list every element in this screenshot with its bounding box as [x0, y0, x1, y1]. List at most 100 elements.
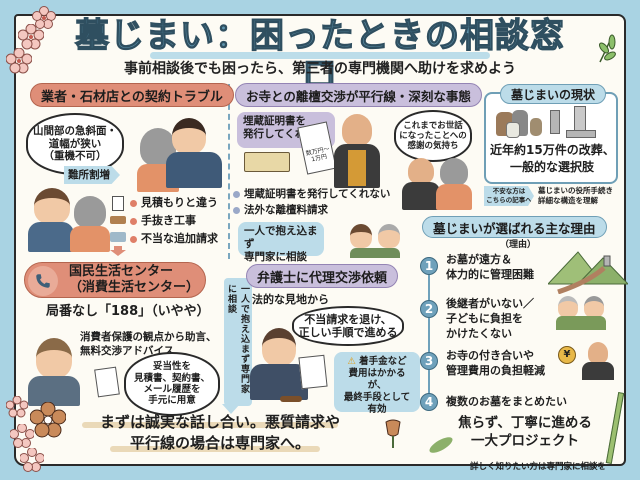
link-line: 詳細な構造を理解	[538, 196, 598, 205]
reasons-closing: 焦らず、丁寧に進める 一大プロジェクト	[440, 414, 610, 450]
contractor-item: 見積もりと違う	[130, 196, 218, 209]
consumer-description: 消費者保護の観点から助言、 無料交渉アドバイス	[80, 330, 217, 358]
temple-item: 埋蔵証明書を発行してくれない	[233, 188, 390, 201]
mountain-path-illustration	[548, 251, 628, 294]
elderly-couple-bodies	[556, 316, 606, 330]
reasons-heading: 墓じまいが選ばれる主な理由	[422, 216, 607, 238]
estimate-document-icon	[112, 196, 124, 211]
family-grave-base	[566, 130, 596, 138]
current-status-heading: 墓じまいの現状	[500, 84, 607, 104]
reason-item: 複数のお墓をまとめたい	[446, 395, 567, 408]
reason-number-badge: 4	[420, 393, 438, 411]
reason-item: お寺の付き合いや 管理費用の負担軽減	[446, 348, 545, 378]
brown-flower-icon	[30, 402, 66, 438]
bullet-icon	[130, 217, 137, 225]
sakura-flower-icon	[32, 6, 56, 29]
tulip-flower-icon	[385, 419, 401, 448]
bullet-icon	[233, 206, 240, 214]
warning-line: ⚠ 着手金など	[347, 356, 407, 367]
monk-robe	[582, 362, 614, 380]
warning-icon: ⚠	[347, 356, 356, 367]
reason-line: 子どもに負担を	[446, 312, 523, 325]
worried-man-illustration	[34, 188, 70, 224]
bubble-line: 道幅が狭い	[48, 137, 102, 150]
footer-highlight	[110, 446, 320, 452]
footer-line: 平行線の場合は専門家へ。	[129, 434, 310, 452]
lawyer-illustration	[262, 328, 296, 366]
bubble-line: 妥当性を	[152, 361, 191, 373]
prepare-documents-bubble: 妥当性を 見積書、契約書、 メール履歴を 手元に用意	[124, 352, 220, 416]
article-link-arrow[interactable]: 不安な方は こちらの記事へ	[484, 186, 534, 206]
leaf-sprig-icon	[599, 34, 616, 63]
reason-number-badge: 1	[420, 257, 438, 275]
angry-man-suit	[166, 152, 222, 188]
page-title: 墓じまい：困ったときの相談窓口	[74, 15, 565, 96]
reason-number-badge: 3	[420, 352, 438, 370]
footer-line: まずは誠実な話し合い。悪質請求や	[99, 413, 340, 431]
elderly-woman-praying-body	[436, 184, 472, 210]
consultant-woman-illustration	[36, 338, 72, 378]
article-link-text[interactable]: 墓じまいの役所手続き 詳細な構造を理解	[538, 186, 613, 206]
reason-item: お墓が遠方＆ 体力的に管理困難	[446, 252, 534, 282]
bullet-icon	[130, 199, 137, 207]
contractor-item: 不当な追加請求	[130, 232, 218, 245]
footer-note: 詳しく知りたい方は専門家に相談を	[470, 462, 607, 472]
old-monk-illustration	[408, 158, 434, 184]
sakura-flower-icon	[18, 24, 44, 50]
bubble-line: メール履歴を	[143, 384, 201, 395]
hotline-number[interactable]: 局番なし「188」（いやや）	[46, 304, 210, 319]
bubble-line: 不当請求を退け、	[304, 312, 392, 326]
column-divider	[228, 84, 230, 259]
sakura-flower-icon	[20, 448, 44, 472]
banknote-icon	[244, 152, 290, 172]
closing-line: 焦らず、丁寧に進める	[458, 415, 592, 431]
contractor-item: 手抜き工事	[130, 214, 196, 227]
reason-line: 後継者がいない／	[446, 297, 534, 310]
terrain-speech-bubble: 山間部の急斜面・ 道幅が狭い （重機不可）	[26, 113, 124, 175]
bullet-icon	[233, 190, 240, 198]
temple-dispute-heading: お寺との離檀交渉が平行線・深刻な事態	[235, 83, 482, 107]
couple-bodies	[350, 248, 400, 258]
contractor-trouble-heading: 業者・石材店との契約トラブル	[30, 83, 234, 107]
status-line: 近年約15万件の改葬、	[490, 143, 615, 157]
angry-man-illustration	[172, 118, 206, 154]
woman-illustration	[350, 224, 372, 248]
bubble-line: （重機不可）	[43, 150, 107, 163]
footer-highlight	[82, 422, 338, 428]
old-monk-robe	[402, 182, 440, 210]
lawyer-speech-bubble: 不当請求を退け、 正しい手順で進める	[292, 306, 404, 346]
monk-illustration	[588, 342, 608, 364]
sakura-flower-icon	[10, 424, 34, 448]
reason-number-badge: 2	[420, 300, 438, 318]
phone-icon[interactable]	[28, 266, 58, 296]
money-bag-icon: ¥	[558, 346, 576, 364]
reason-line: かけたくない	[446, 327, 512, 340]
status-body: 近年約15万件の改葬、 一般的な選択肢	[490, 142, 615, 176]
warning-line: 最終手段として	[343, 391, 411, 403]
legal-document-icon	[298, 354, 328, 390]
lawyer-suit	[250, 364, 308, 400]
worried-woman-body	[70, 226, 110, 252]
down-arrow-icon	[222, 404, 240, 414]
heading-line: （消費生活センター）	[69, 280, 200, 295]
bubble-line: これまでお世話	[403, 120, 463, 131]
tools-icon	[110, 216, 126, 224]
link-line: 不安な方は	[492, 187, 526, 195]
link-line: こちらの記事へ	[486, 196, 532, 204]
consult-expert-vertical-arrow: 一人で抱え込まず専門家に相談	[224, 278, 252, 406]
temple-item: 法外な離檀料請求	[233, 204, 328, 217]
box-line: 専門家に相談	[244, 251, 307, 264]
consult-expert-box: 一人で抱え込まず 専門家に相談	[238, 222, 324, 263]
warning-line: 有効	[367, 403, 387, 415]
description-line: 消費者保護の観点から助言、	[80, 331, 217, 343]
elderly-woman-praying	[440, 158, 468, 186]
reason-line: お墓が遠方＆	[446, 253, 512, 266]
urn-icon	[530, 118, 542, 136]
box-line: 一人で抱え込まず	[244, 225, 318, 251]
gavel-icon	[280, 396, 302, 402]
box-line: 埋蔵証明書を	[243, 115, 306, 127]
worried-woman-illustration	[74, 196, 106, 228]
reason-line: お寺の付き合いや	[446, 349, 534, 362]
bubble-line: 感謝の気持ち	[407, 141, 459, 152]
reason-line: 管理費用の負担軽減	[446, 364, 545, 377]
